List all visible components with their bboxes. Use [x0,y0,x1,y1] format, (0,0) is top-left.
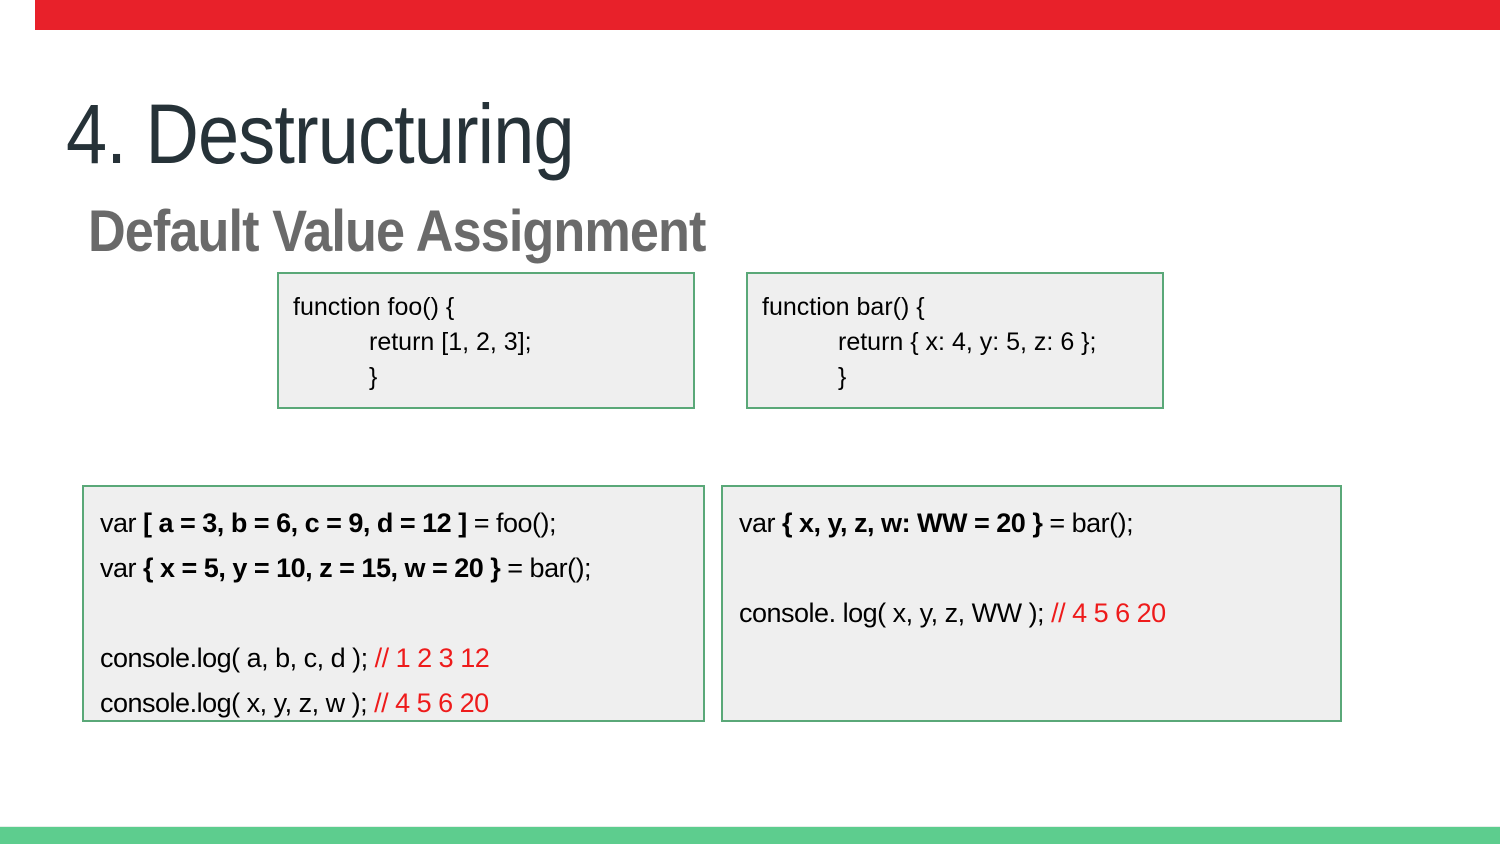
code-line: } [293,360,693,395]
code-line: console.log( a, b, c, d ); // 1 2 3 12 [100,636,703,681]
code-line [739,546,1340,591]
code-text: } [838,363,847,391]
code-box-function-bar: function bar() { return { x: 4, y: 5, z: … [746,272,1164,409]
code-line: } [762,360,1162,395]
code-line: console.log( x, y, z, w ); // 4 5 6 20 [100,681,703,720]
code-text: return [1, 2, 3]; [369,328,532,356]
code-line: console. log( x, y, z, WW ); // 4 5 6 20 [739,591,1340,636]
code-text: function foo() { [293,293,455,321]
code-line [100,591,703,636]
code-line: var { x, y, z, w: WW = 20 } = bar(); [739,501,1340,546]
code-line: function bar() { [762,290,1162,325]
slide-subtitle: Default Value Assignment [88,199,706,264]
code-text: var [100,508,144,538]
code-text: { x, y, z, w: WW = 20 } [782,508,1043,538]
code-text: console.log( x, y, z, w ); [100,688,375,718]
code-text: } [369,363,378,391]
code-text: var [100,553,144,583]
bottom-accent-bar [0,826,1500,844]
code-box-function-foo: function foo() { return [1, 2, 3];} [277,272,695,409]
code-text: = bar(); [500,553,592,583]
code-text: console. log( x, y, z, WW ); [739,598,1052,628]
code-text: var [739,508,783,538]
code-text: { x = 5, y = 10, z = 15, w = 20 } [143,553,501,583]
code-text: = foo(); [466,508,557,538]
code-line: return { x: 4, y: 5, z: 6 }; [762,325,1162,360]
code-comment: // 1 2 3 12 [374,643,490,673]
code-line: var [ a = 3, b = 6, c = 9, d = 12 ] = fo… [100,501,703,546]
code-line: return [1, 2, 3]; [293,325,693,360]
code-comment: // 4 5 6 20 [1051,598,1166,628]
code-text: return { x: 4, y: 5, z: 6 }; [838,328,1097,356]
code-line: function foo() { [293,290,693,325]
code-box-destructuring-array-object: var [ a = 3, b = 6, c = 9, d = 12 ] = fo… [82,485,705,722]
code-text: [ a = 3, b = 6, c = 9, d = 12 ] [143,508,467,538]
code-line: var { x = 5, y = 10, z = 15, w = 20 } = … [100,546,703,591]
code-box-destructuring-rename-default: var { x, y, z, w: WW = 20 } = bar(); con… [721,485,1342,722]
code-text: function bar() { [762,293,925,321]
top-accent-bar [35,0,1500,30]
slide-title: 4. Destructuring [66,87,575,181]
code-text: console.log( a, b, c, d ); [100,643,375,673]
code-comment: // 4 5 6 20 [374,688,489,718]
code-text: = bar(); [1042,508,1134,538]
